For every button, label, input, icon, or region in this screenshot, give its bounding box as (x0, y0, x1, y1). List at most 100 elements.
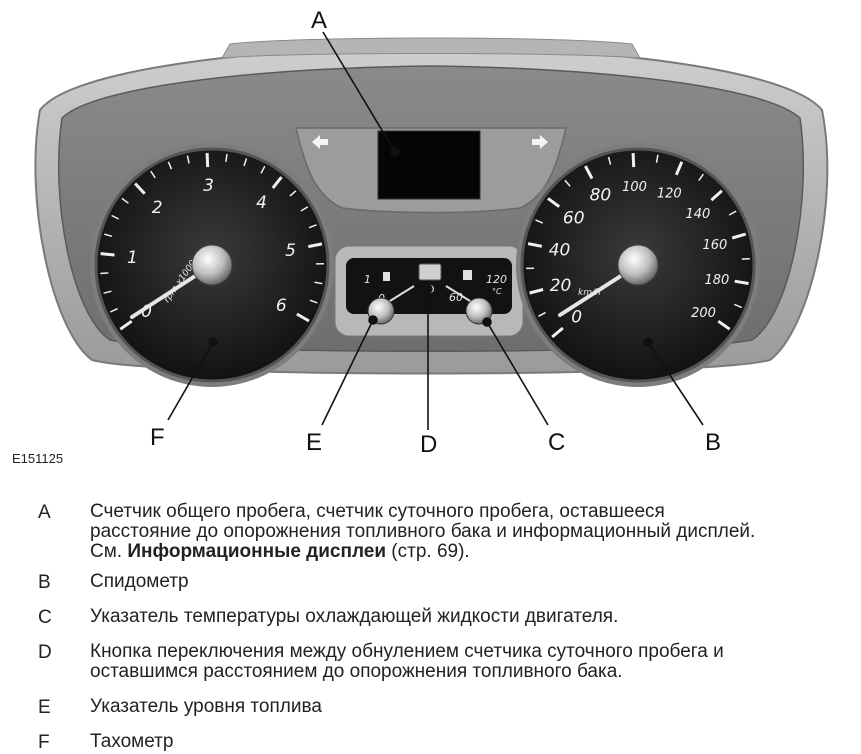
legend-text-line: Счетчик общего пробега, счетчик суточног… (90, 501, 665, 522)
speedometer-tick (698, 173, 705, 182)
tachometer-tick (100, 272, 109, 275)
speedometer-tick (538, 311, 546, 317)
speedometer-hub (617, 244, 659, 286)
tachometer-tick (103, 290, 112, 294)
speedometer-number: 100 (622, 180, 647, 195)
callout-c: C (548, 429, 565, 456)
speedometer-tick (631, 153, 636, 168)
tachometer-number: 2 (152, 198, 163, 218)
speedometer-tick (527, 242, 543, 248)
tachometer-tick (314, 281, 323, 285)
fuel-gauge-full-mark: 1 (364, 273, 371, 286)
speedometer-tick (734, 303, 742, 309)
speedometer-number: 160 (702, 238, 727, 253)
tachometer-tick (109, 307, 118, 313)
speedometer-number: 200 (691, 306, 716, 321)
speedometer-tick (717, 319, 731, 331)
tachometer-tick (308, 224, 317, 229)
legend-text-line: расстояние до опорожнения топливного бак… (90, 521, 756, 542)
speedometer-tick (529, 288, 544, 295)
speedometer-unit-label: km/h (578, 288, 601, 298)
speedometer-number: 40 (549, 241, 571, 261)
callout-d: D (420, 431, 437, 458)
speedometer-tick (731, 232, 747, 240)
tachometer-number: 3 (203, 176, 214, 196)
tachometer-tick (134, 182, 146, 195)
figure-id: E151125 (12, 451, 64, 466)
cluster-visor (221, 37, 641, 59)
tachometer-tick (300, 206, 309, 212)
tachometer-tick (309, 299, 318, 304)
speedometer-tick (547, 197, 561, 208)
legend-text: Указатель температуры охлаждающей жидкос… (90, 606, 619, 627)
legend-ref-link[interactable]: Информационные дисплеи (127, 541, 387, 562)
tachometer-number: 5 (285, 241, 296, 261)
speedometer-tick (535, 219, 544, 224)
speedometer-number: 60 (563, 208, 585, 228)
speedometer-tick (728, 210, 737, 216)
tachometer-tick (225, 153, 228, 163)
legend-text-line: оставшимся расстоянием до опорожнения то… (90, 661, 623, 682)
speedometer-number: 0 (571, 307, 582, 327)
tachometer-tick (104, 233, 113, 238)
speedometer-tick (655, 154, 659, 163)
coolant-temp-icon (463, 270, 472, 280)
speedometer-number: 20 (550, 276, 572, 296)
tachometer-tick (289, 190, 297, 197)
info-display (377, 130, 481, 200)
speedometer-number: 140 (685, 207, 710, 222)
tachometer-number: 4 (256, 193, 267, 213)
tachometer-tick (308, 242, 323, 249)
speedometer-tick (734, 279, 749, 285)
callout-f: F (150, 424, 165, 451)
speedometer-tick (551, 326, 564, 339)
tachometer-tick (205, 153, 210, 168)
callout-b: B (705, 429, 721, 456)
callout-e: E (306, 429, 322, 456)
legend-key: E (38, 697, 51, 718)
temp-gauge-high-mark: 120 (486, 273, 507, 286)
legend-key: C (38, 607, 52, 628)
tachometer-tick (296, 312, 310, 323)
legend-key: B (38, 572, 51, 593)
tachometer-number: 0 (141, 302, 152, 322)
tachometer-number: 1 (127, 248, 138, 268)
callout-a: A (311, 7, 327, 34)
legend-key: A (38, 502, 51, 523)
speedometer-tick (674, 161, 684, 176)
legend-key: F (38, 732, 50, 753)
tachometer-tick (186, 155, 190, 164)
tachometer-tick (260, 165, 266, 174)
tachometer-tick (243, 158, 248, 167)
legend-text: Указатель уровня топлива (90, 696, 322, 717)
tachometer-hub (191, 244, 233, 286)
temp-gauge-unit: °C (492, 287, 502, 296)
tachometer-tick (150, 170, 156, 179)
right-turn-arrow-icon (532, 135, 548, 149)
tachometer-number: 6 (276, 296, 287, 316)
tachometer-tick (119, 319, 133, 331)
fuel-pump-icon (383, 272, 390, 281)
legend-ref-prefix: См. (90, 541, 128, 562)
legend-ref-suffix: (стр. 69). (386, 541, 470, 562)
tachometer-tick (167, 161, 173, 170)
speedometer-tick (710, 189, 723, 202)
tachometer-tick (100, 252, 115, 257)
speedometer-number: 180 (704, 273, 729, 288)
legend-text-line: Кнопка переключения между обнулением сче… (90, 641, 724, 662)
tachometer-tick (121, 197, 129, 204)
legend-text: Тахометр (90, 731, 174, 752)
left-turn-arrow-icon (312, 135, 328, 149)
legend-key: D (38, 642, 52, 663)
speedometer-tick (584, 165, 594, 180)
speedometer-number: 120 (657, 186, 682, 201)
speedometer-tick (607, 156, 612, 165)
speedometer-tick (564, 179, 571, 187)
tachometer-tick (271, 176, 283, 190)
legend-text: Спидометр (90, 571, 189, 592)
tachometer-tick (111, 214, 120, 220)
speedometer-number: 80 (590, 185, 612, 205)
